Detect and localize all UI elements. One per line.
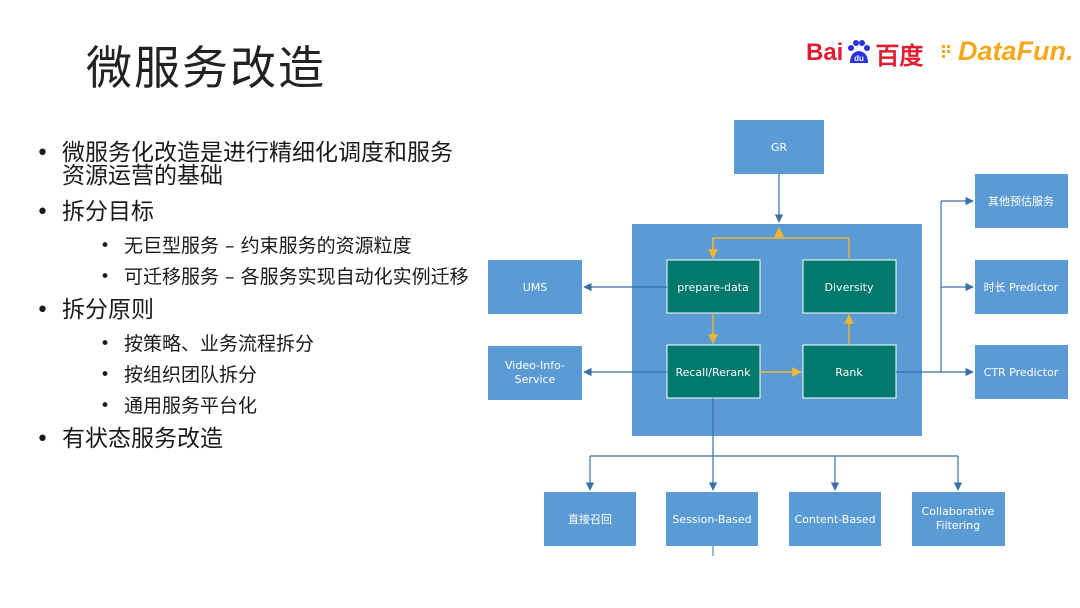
direct-recall-label: 直接召回 [568,512,612,526]
ums-box [488,260,582,314]
diversity-label: Diversity [825,281,874,294]
bullet-platform: 通用服务平台化 [36,397,496,417]
content-based-box [789,492,881,546]
ctr-predictor-box [975,345,1068,399]
baidu-paw-icon: du [848,40,871,63]
bullet-list: 微服务化改造是进行精细化调度和服务资源运营的基础 拆分目标 无巨型服务 – 约束… [36,142,496,464]
bullet-microservice-basis: 微服务化改造是进行精细化调度和服务资源运营的基础 [36,142,462,188]
duration-predictor-box [975,260,1068,314]
bullet-by-strategy: 按策略、业务流程拆分 [36,335,496,355]
duration-predictor-label: 时长 Predictor [984,281,1059,294]
recall-to-sources-trunk [590,398,958,457]
collaborative-filtering-box [912,492,1005,546]
recall-rerank-label: Recall/Rerank [675,366,751,379]
baidu-logo: Bai du 百度 [806,39,924,70]
diversity-box [802,259,897,314]
rank-box [802,344,897,399]
prepare-data-label: prepare-data [677,281,749,294]
core-service-container [632,224,922,436]
session-based-box [666,492,758,546]
gr-box [734,120,824,174]
datafun-logo: DataFun. [940,34,1074,68]
bullet-split-goals: 拆分目标 [36,201,496,225]
other-predict-service-box [975,174,1068,228]
bullet-split-principles: 拆分原则 [36,299,496,323]
page-title: 微服务改造 [86,41,326,95]
video-info-service-box [488,346,582,400]
datafun-dots-icon [942,45,950,58]
session-based-label: Session-Based [672,513,751,526]
video-info-label-line2: Service [515,373,556,386]
ums-label: UMS [523,281,548,294]
baidu-paw-text: du [854,54,864,63]
bullet-stateful: 有状态服务改造 [36,428,496,452]
rank-label: Rank [835,366,863,379]
collaborative-label-line2: Filtering [936,519,980,532]
collaborative-label-line1: Collaborative [922,505,995,518]
direct-recall-box [544,492,636,546]
gr-label: GR [771,141,788,154]
other-predict-label: 其他预估服务 [988,195,1054,208]
content-based-label: Content-Based [794,513,875,526]
prepare-data-box [666,259,761,314]
bullet-by-team: 按组织团队拆分 [36,366,496,386]
bullet-migratable: 可迁移服务 – 各服务实现自动化实例迁移 [36,268,494,288]
video-info-label-line1: Video-Info- [505,359,565,372]
bullet-no-giant: 无巨型服务 – 约束服务的资源粒度 [36,237,496,257]
ctr-predictor-label: CTR Predictor [984,366,1059,379]
